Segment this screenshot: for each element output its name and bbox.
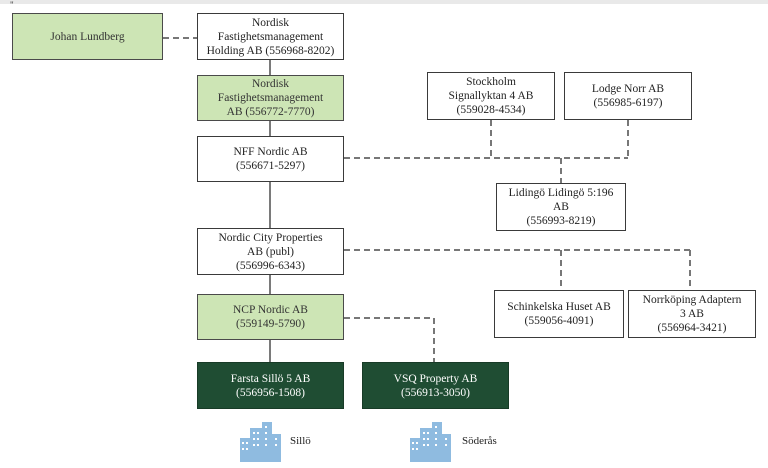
node-norrkoping: Norrköping Adaptern 3 AB (556964-3421)	[628, 290, 756, 338]
node-stockholm-signallyktan: Stockholm Signallyktan 4 AB (559028-4534…	[427, 72, 555, 120]
property-label-sillo: Sillö	[290, 435, 311, 447]
node-label: NFF Nordic AB (556671-5297)	[233, 146, 308, 172]
node-label: Nordic City Properties AB (publ) (556996…	[218, 231, 323, 272]
node-label: NCP Nordic AB (559149-5790)	[233, 304, 308, 330]
top-border	[0, 0, 768, 4]
node-label: Farsta Sillö 5 AB (556956-1508)	[230, 372, 311, 399]
node-lodge-norr: Lodge Norr AB (556985-6197)	[564, 72, 692, 120]
node-label: VSQ Property AB (556913-3050)	[393, 372, 478, 399]
node-label: Schinkelska Huset AB (559056-4091)	[507, 301, 611, 327]
node-label: Norrköping Adaptern 3 AB (556964-3421)	[642, 294, 742, 334]
node-holding: Nordisk Fastighetsmanagement Holding AB …	[197, 13, 344, 60]
node-label: Nordisk Fastighetsmanagement Holding AB …	[206, 16, 335, 57]
node-nordic-city-properties: Nordic City Properties AB (publ) (556996…	[197, 228, 344, 275]
node-label: Lidingö Lidingö 5:196 AB (556993-8219)	[508, 187, 614, 227]
node-johan-lundberg: Johan Lundberg	[12, 13, 163, 60]
property-label-sodras: Söderås	[462, 435, 497, 447]
building-icon	[240, 422, 281, 462]
node-ncp-nordic: NCP Nordic AB (559149-5790)	[197, 294, 344, 340]
building-icon	[410, 422, 451, 462]
node-farsta-sillo: Farsta Sillö 5 AB (556956-1508)	[197, 362, 344, 409]
corner-mark: "	[10, 0, 14, 10]
node-nordisk-fm: Nordisk Fastighetsmanagement AB (556772-…	[197, 75, 344, 121]
node-vsq-property: VSQ Property AB (556913-3050)	[362, 362, 509, 409]
node-label: Johan Lundberg	[50, 30, 125, 43]
node-lidingo: Lidingö Lidingö 5:196 AB (556993-8219)	[496, 183, 626, 231]
node-label: Lodge Norr AB (556985-6197)	[591, 83, 665, 109]
node-label: Nordisk Fastighetsmanagement AB (556772-…	[217, 78, 324, 118]
node-label: Stockholm Signallyktan 4 AB (559028-4534…	[448, 76, 534, 116]
node-nff-nordic: NFF Nordic AB (556671-5297)	[197, 136, 344, 182]
node-schinkelska: Schinkelska Huset AB (559056-4091)	[494, 290, 624, 338]
